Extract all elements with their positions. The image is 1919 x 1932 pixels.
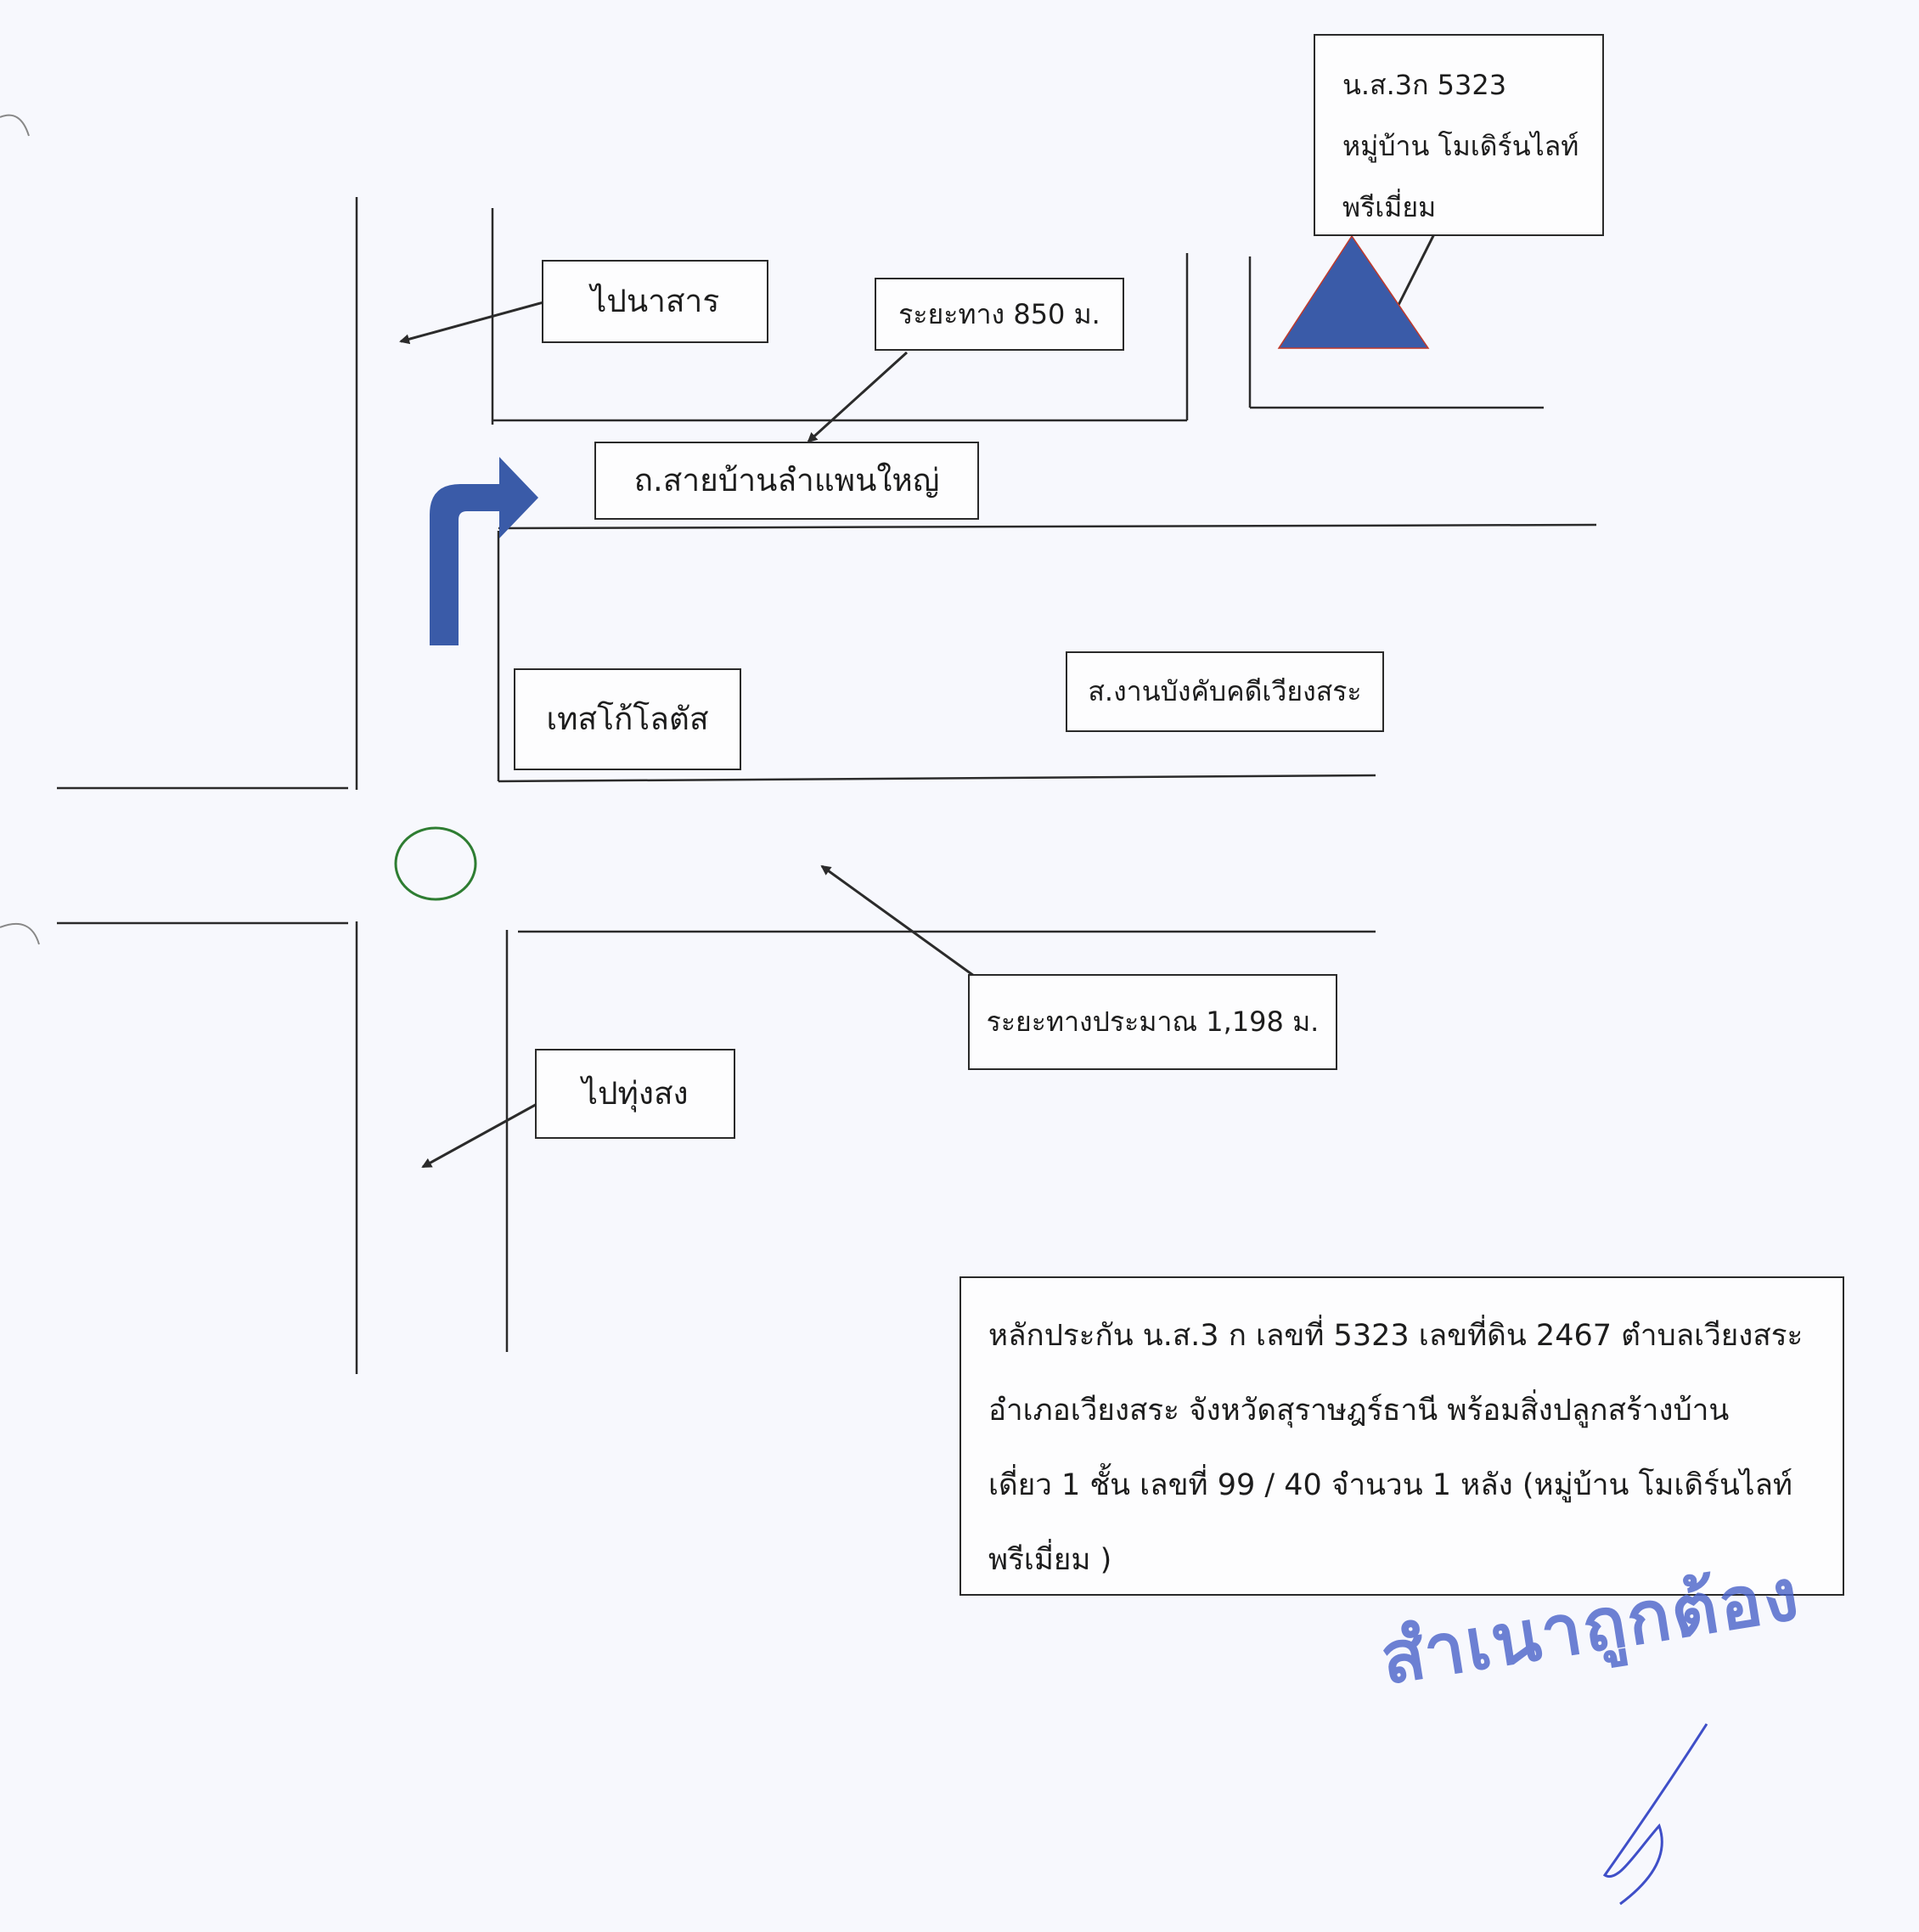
- collateral-line-2: อำเภอเวียงสระ จังหวัดสุราษฎร์ธานี พร้อมส…: [988, 1394, 1730, 1428]
- label-to-thung-song: ไปทุ่งสง: [535, 1049, 735, 1139]
- destination-info-box: น.ส.3ก 5323 หมู่บ้าน โมเดิร์นไลท์ พรีเมี…: [1314, 34, 1604, 236]
- page-edge-curl-top: [0, 114, 30, 137]
- collateral-line-1: หลักประกัน น.ส.3 ก เลขที่ 5323 เลขที่ดิน…: [988, 1319, 1804, 1353]
- label-court-office: ส.งานบังคับคดีเวียงสระ: [1066, 651, 1384, 732]
- label-tesco-lotus: เทสโก้โลตัส: [514, 668, 741, 770]
- road-lines: [57, 197, 1597, 1374]
- label-road-name: ถ.สายบ้านลำแพนใหญ่: [594, 442, 979, 520]
- side-road-north-edge: [498, 523, 1597, 530]
- signature-mark: [1602, 1723, 1708, 1906]
- arrow-to-thung-song: [421, 1101, 541, 1169]
- side-road-south-edge: [498, 774, 1376, 783]
- collateral-description-box: หลักประกัน น.ส.3 ก เลขที่ 5323 เลขที่ดิน…: [960, 1276, 1844, 1596]
- destination-village-name: หมู่บ้าน โมเดิร์นไลท์: [1342, 130, 1579, 162]
- arrow-to-na-san: [399, 301, 544, 345]
- destination-marker-triangle-icon: [1277, 234, 1430, 349]
- label-distance-850: ระยะทาง 850 ม.: [875, 278, 1124, 351]
- arrow-distance-1198: [820, 865, 990, 989]
- page-edge-curl-bottom: [0, 923, 40, 945]
- destination-title-deed: น.ส.3ก 5323: [1342, 69, 1507, 101]
- destination-village-name-cont: พรีเมี่ยม: [1342, 191, 1437, 223]
- label-to-na-san: ไปนาสาร: [542, 260, 768, 343]
- right-turn-arrow-icon: [430, 457, 538, 645]
- collateral-line-4: พรีเมี่ยม ): [988, 1543, 1112, 1577]
- roundabout-icon: [394, 826, 477, 901]
- collateral-line-3: เดี่ยว 1 ชั้น เลขที่ 99 / 40 จำนวน 1 หลั…: [988, 1468, 1792, 1502]
- arrow-distance-850: [807, 351, 909, 443]
- label-distance-1198: ระยะทางประมาณ 1,198 ม.: [968, 974, 1337, 1070]
